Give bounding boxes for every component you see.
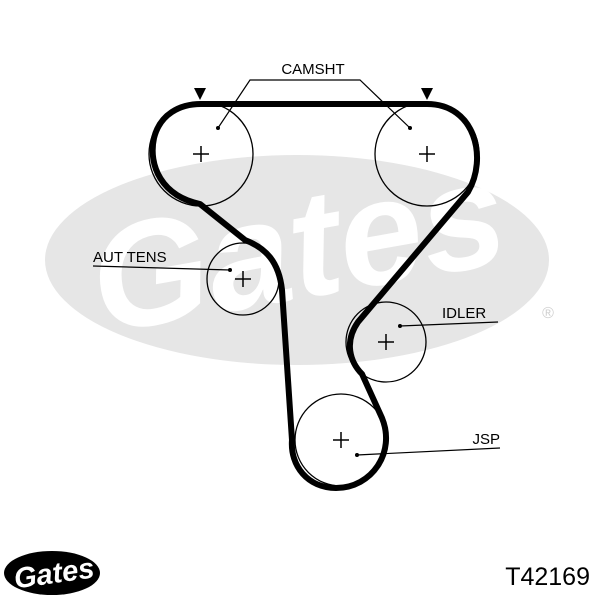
label-camshaft: CAMSHT (281, 61, 344, 78)
cross-camshaft-right (419, 146, 435, 162)
label-idler: IDLER (442, 305, 486, 322)
label-aut-tens: AUT TENS (93, 249, 167, 266)
idler-pulley (345, 301, 427, 383)
leader-camshaft (217, 79, 411, 129)
watermark-oval (45, 155, 549, 365)
timing-belt (149, 101, 480, 491)
gates-logo: Gates (4, 551, 100, 595)
timing-mark-right (421, 88, 433, 100)
watermark-registered-mark: ® (542, 305, 554, 322)
leader-idler (399, 321, 499, 327)
cross-crankshaft (333, 432, 349, 448)
label-jsp: JSP (472, 431, 500, 448)
cross-idler (378, 334, 394, 350)
leader-jsp (356, 447, 501, 456)
leader-aut-tens (92, 265, 231, 271)
part-number: T42169 (505, 563, 590, 591)
timing-mark-left (194, 88, 206, 100)
cross-tensioner (235, 271, 251, 287)
watermark-logo: Gates ® (45, 127, 554, 365)
gates-logo-oval (4, 551, 100, 595)
cross-camshaft-left (193, 146, 209, 162)
